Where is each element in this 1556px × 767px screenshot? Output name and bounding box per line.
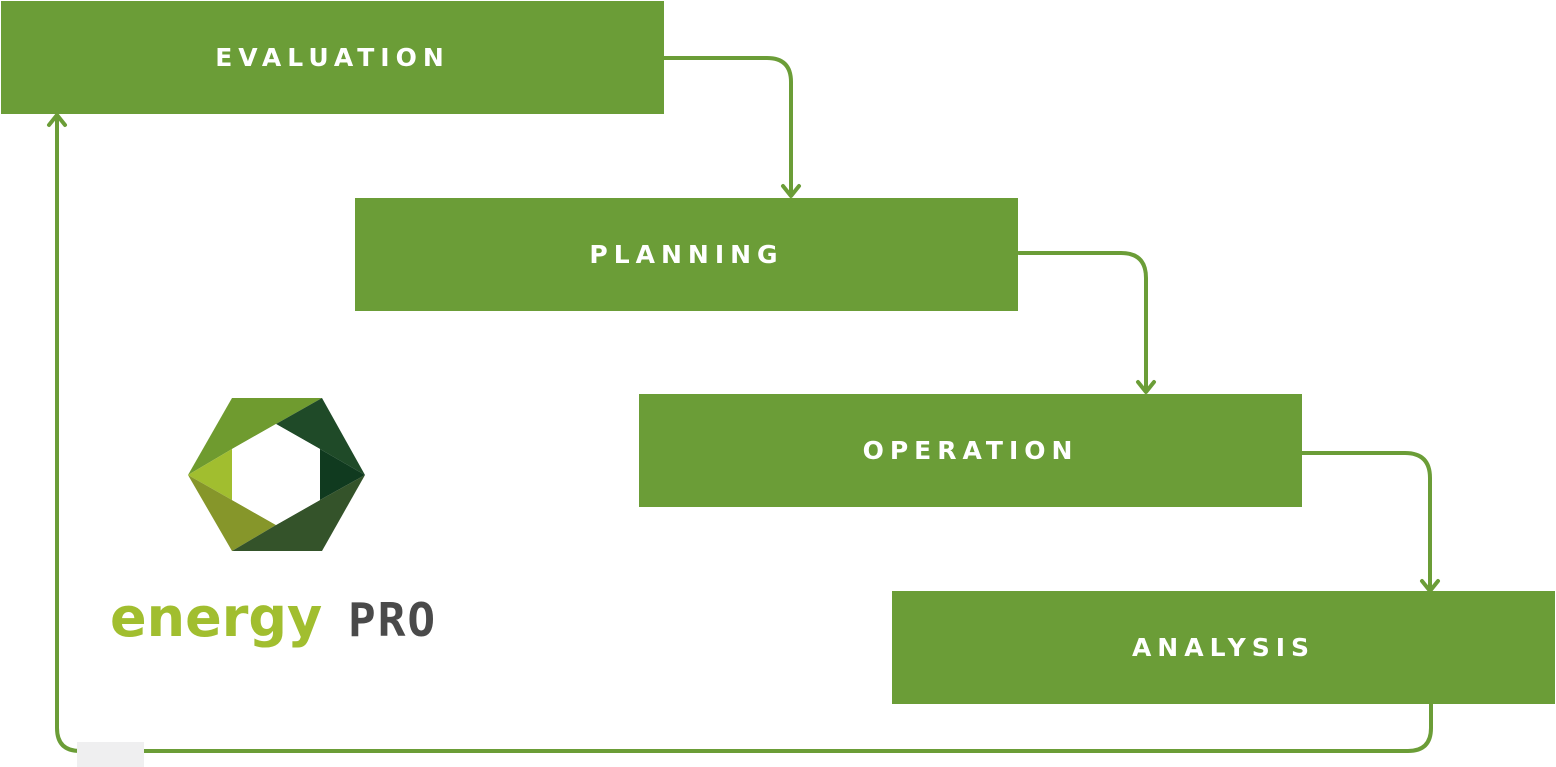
connector-operation-analysis xyxy=(1300,451,1432,591)
step-evaluation: EVALUATION xyxy=(1,1,664,114)
step-analysis: ANALYSIS xyxy=(892,591,1555,704)
logo-word-pro: PRO xyxy=(348,593,437,647)
connector-evaluation-planning xyxy=(662,56,793,196)
background-patch xyxy=(77,742,144,767)
step-planning: PLANNING xyxy=(355,198,1018,311)
step-label-planning: PLANNING xyxy=(589,240,784,269)
step-operation: OPERATION xyxy=(639,394,1302,507)
hexagon-logo-icon xyxy=(188,398,365,551)
arrowhead-operation xyxy=(1136,380,1156,394)
step-label-analysis: ANALYSIS xyxy=(1131,633,1316,662)
arrowhead-analysis xyxy=(1420,579,1440,593)
logo-word-energy: energy xyxy=(110,586,322,649)
step-label-evaluation: EVALUATION xyxy=(215,43,450,72)
arrowhead-evaluation xyxy=(47,113,67,127)
connector-planning-operation xyxy=(1017,251,1148,392)
step-label-operation: OPERATION xyxy=(862,436,1079,465)
arrowhead-planning xyxy=(781,184,801,198)
energypro-logo: energy PRO xyxy=(110,398,437,649)
